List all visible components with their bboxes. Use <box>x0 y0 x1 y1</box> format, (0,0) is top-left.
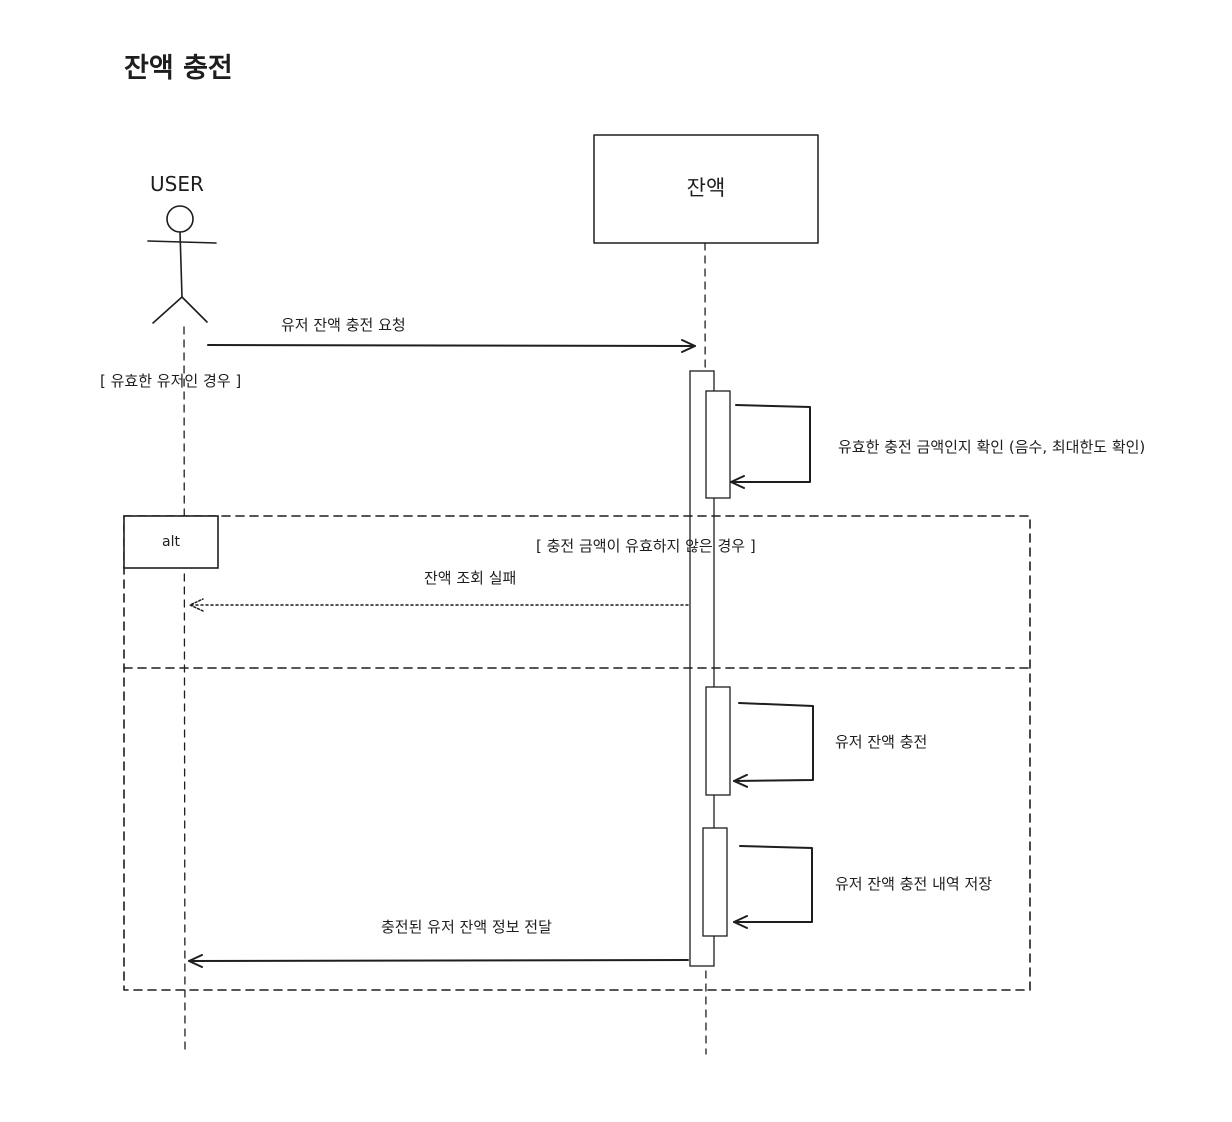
activation-bar-save <box>702 827 728 937</box>
self-call-charge-label: 유저 잔액 충전 <box>835 733 927 751</box>
alt-fragment: alt [ 충전 금액이 유효하지 않은 경우 ] <box>123 515 1031 991</box>
self-call-charge-arrow <box>733 702 814 788</box>
self-call-validate-arrow <box>730 404 811 489</box>
request-arrow <box>207 338 696 353</box>
user-lifeline <box>183 326 186 1053</box>
stick-figure-icon <box>147 205 217 324</box>
request-message-label: 유저 잔액 충전 요청 <box>281 316 406 334</box>
activation-bar-charge <box>705 686 731 796</box>
balance-participant: 잔액 <box>593 134 819 244</box>
diagram-title: 잔액 충전 <box>124 53 233 84</box>
self-call-save-label: 유저 잔액 충전 내역 저장 <box>835 875 992 893</box>
user-actor: USER <box>147 172 217 324</box>
alt-operator-box <box>123 515 219 569</box>
fail-response-label: 잔액 조회 실패 <box>424 569 516 587</box>
self-call-validate-label: 유효한 충전 금액인지 확인 (음수, 최대한도 확인) <box>838 438 1145 456</box>
self-call-save-arrow <box>733 845 813 929</box>
activation-bar-validate <box>705 390 731 499</box>
alt-operator-label: alt <box>162 534 180 550</box>
guard-condition: [ 유효한 유저인 경우 ] <box>100 372 241 390</box>
return-arrow <box>188 953 689 968</box>
user-actor-label: USER <box>150 172 204 196</box>
return-message-label: 충전된 유저 잔액 정보 전달 <box>381 918 552 936</box>
alt-condition-label: [ 충전 금액이 유효하지 않은 경우 ] <box>536 537 756 555</box>
balance-participant-label: 잔액 <box>687 176 726 200</box>
